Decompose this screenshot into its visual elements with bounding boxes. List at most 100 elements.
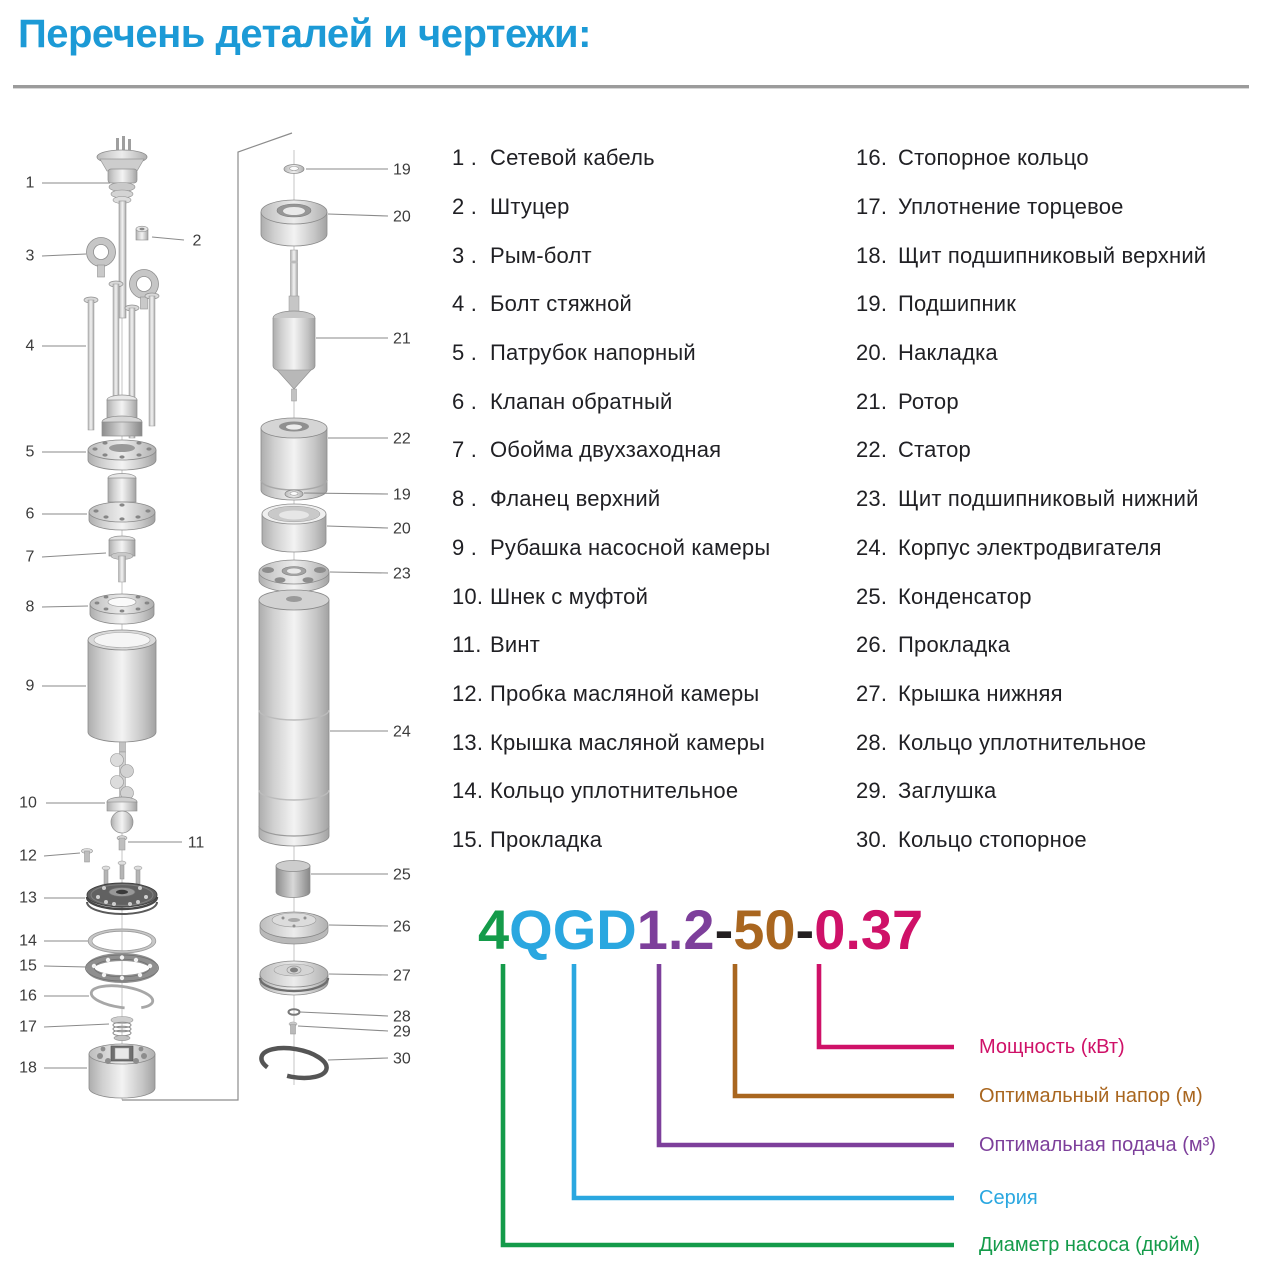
list-item: 18. Щит подшипниковый верхний [856, 231, 1280, 280]
svg-text:6: 6 [26, 506, 35, 523]
part-retaining-ring-open [89, 984, 155, 1010]
item-name: Стопорное кольцо [898, 145, 1089, 171]
part-union-nut [135, 225, 149, 241]
item-name: Щит подшипниковый нижний [898, 486, 1199, 512]
svg-text:8: 8 [26, 599, 35, 616]
page-title: Перечень деталей и чертежи: [18, 12, 591, 56]
decoder-line-head [732, 964, 954, 1099]
list-item: 21. Ротор [856, 377, 1280, 426]
list-item: 8 . Фланец верхний [452, 475, 852, 524]
part-mech-seal [110, 1016, 134, 1041]
item-name: Ротор [898, 388, 959, 414]
item-number: 1 . [452, 145, 478, 171]
model-code: 4QGD1.2-50-0.37 [478, 898, 924, 961]
item-number: 23. [856, 486, 888, 512]
svg-text:1: 1 [26, 175, 35, 192]
item-number: 27. [856, 680, 888, 706]
code-segment-diameter: 4 [478, 898, 510, 961]
item-number: 21. [856, 388, 888, 414]
svg-text:22: 22 [393, 431, 411, 448]
item-number: 17. [856, 194, 888, 220]
svg-text:26: 26 [393, 919, 411, 936]
list-item: 22.Статор [856, 426, 1280, 475]
list-item: 17. Уплотнение торцевое [856, 183, 1280, 232]
part-pad-top [260, 199, 328, 247]
list-item: 3 .Рым-болт [452, 231, 852, 280]
list-item: 2 .Штуцер [452, 183, 852, 232]
part-o-ring-small [287, 1008, 301, 1016]
exploded-diagram: 1 2 3 4 5 6 7 8 9 10 11 12 13 14 15 16 1… [19, 132, 411, 1101]
callouts-left: 1 2 3 4 5 6 7 8 9 10 11 12 13 14 15 16 1… [19, 175, 204, 1077]
svg-text:13: 13 [19, 890, 37, 907]
item-name: Уплотнение торцевое [898, 194, 1124, 220]
part-plug-screw [288, 1021, 298, 1035]
svg-text:2: 2 [193, 233, 202, 250]
svg-text:16: 16 [19, 988, 37, 1005]
part-capacitor [275, 860, 311, 898]
item-name: Крышка масляной камеры [490, 729, 766, 755]
item-name: Сетевой кабель [490, 145, 655, 171]
item-name: Щит подшипниковый верхний [898, 242, 1207, 268]
item-name: Клапан обратный [490, 388, 673, 414]
item-number: 13. [452, 729, 484, 755]
parts-list-left: 1 .Сетевой кабель 2 .Штуцер 3 .Рым-болт … [452, 134, 852, 864]
part-bearing-top [283, 164, 305, 174]
decoder-line-diameter [500, 964, 954, 1248]
code-segment-power: 0.37 [814, 898, 924, 961]
item-number: 10. [452, 583, 484, 609]
part-pump-sleeve [87, 629, 157, 743]
part-gasket [85, 953, 159, 983]
item-name: Крышка нижняя [898, 680, 1063, 706]
svg-text:24: 24 [393, 724, 411, 741]
svg-text:29: 29 [393, 1024, 411, 1041]
legend-diameter: Диаметр насоса (дюйм) [979, 1234, 1200, 1256]
item-name: Конденсатор [898, 583, 1032, 609]
part-stator [260, 417, 328, 501]
item-name: Обойма двухзаходная [490, 437, 722, 463]
list-item: 25.Конденсатор [856, 572, 1280, 621]
code-segment-flow: 1.2 [636, 898, 715, 961]
svg-text:3: 3 [26, 248, 35, 265]
item-number: 15. [452, 826, 484, 852]
code-segment-head: 50 [733, 898, 796, 961]
item-number: 6 . [452, 388, 478, 414]
item-number: 19. [856, 291, 888, 317]
part-pad-cup [261, 503, 327, 553]
item-number: 20. [856, 340, 888, 366]
list-item: 15.Прокладка [452, 816, 852, 865]
item-name: Винт [490, 632, 540, 658]
assembly-bracket [122, 132, 293, 1101]
item-number: 24. [856, 534, 888, 560]
part-eye-bolts [86, 237, 159, 310]
list-item: 12.Пробка масляной камеры [452, 670, 852, 719]
part-bottom-cover [258, 960, 330, 996]
svg-text:4: 4 [26, 338, 35, 355]
item-name: Пробка масляной камеры [490, 680, 760, 706]
list-item: 24.Корпус электродвигателя [856, 524, 1280, 573]
item-name: Фланец верхний [490, 486, 661, 512]
svg-text:25: 25 [393, 867, 411, 884]
item-number: 18. [856, 242, 888, 268]
parts-list-right: 16.Стопорное кольцо 17.Уплотнение торцев… [856, 134, 1280, 864]
svg-text:10: 10 [19, 795, 37, 812]
list-item: 7 .Обойма двухзаходная [452, 426, 852, 475]
part-oil-plug [81, 848, 93, 863]
item-name: Прокладка [898, 632, 1011, 658]
item-number: 12. [452, 680, 484, 706]
svg-text:20: 20 [393, 521, 411, 538]
part-bearing-shield-lower [258, 559, 330, 593]
part-motor-housing [258, 589, 330, 847]
svg-text:19: 19 [393, 487, 411, 504]
item-number: 5 . [452, 340, 478, 366]
list-item: 23. Щит подшипниковый нижний [856, 475, 1280, 524]
item-number: 14. [452, 778, 484, 804]
part-auger [106, 741, 138, 834]
list-item: 6 . Клапан обратный [452, 377, 852, 426]
list-item: 27. Крышка нижняя [856, 670, 1280, 719]
item-name: Шнек с муфтой [490, 583, 649, 609]
list-item: 1 . Сетевой кабель [452, 134, 852, 183]
code-segment-series: QGD [509, 898, 637, 961]
part-seal-ring [87, 928, 157, 954]
item-number: 8 . [452, 486, 478, 512]
